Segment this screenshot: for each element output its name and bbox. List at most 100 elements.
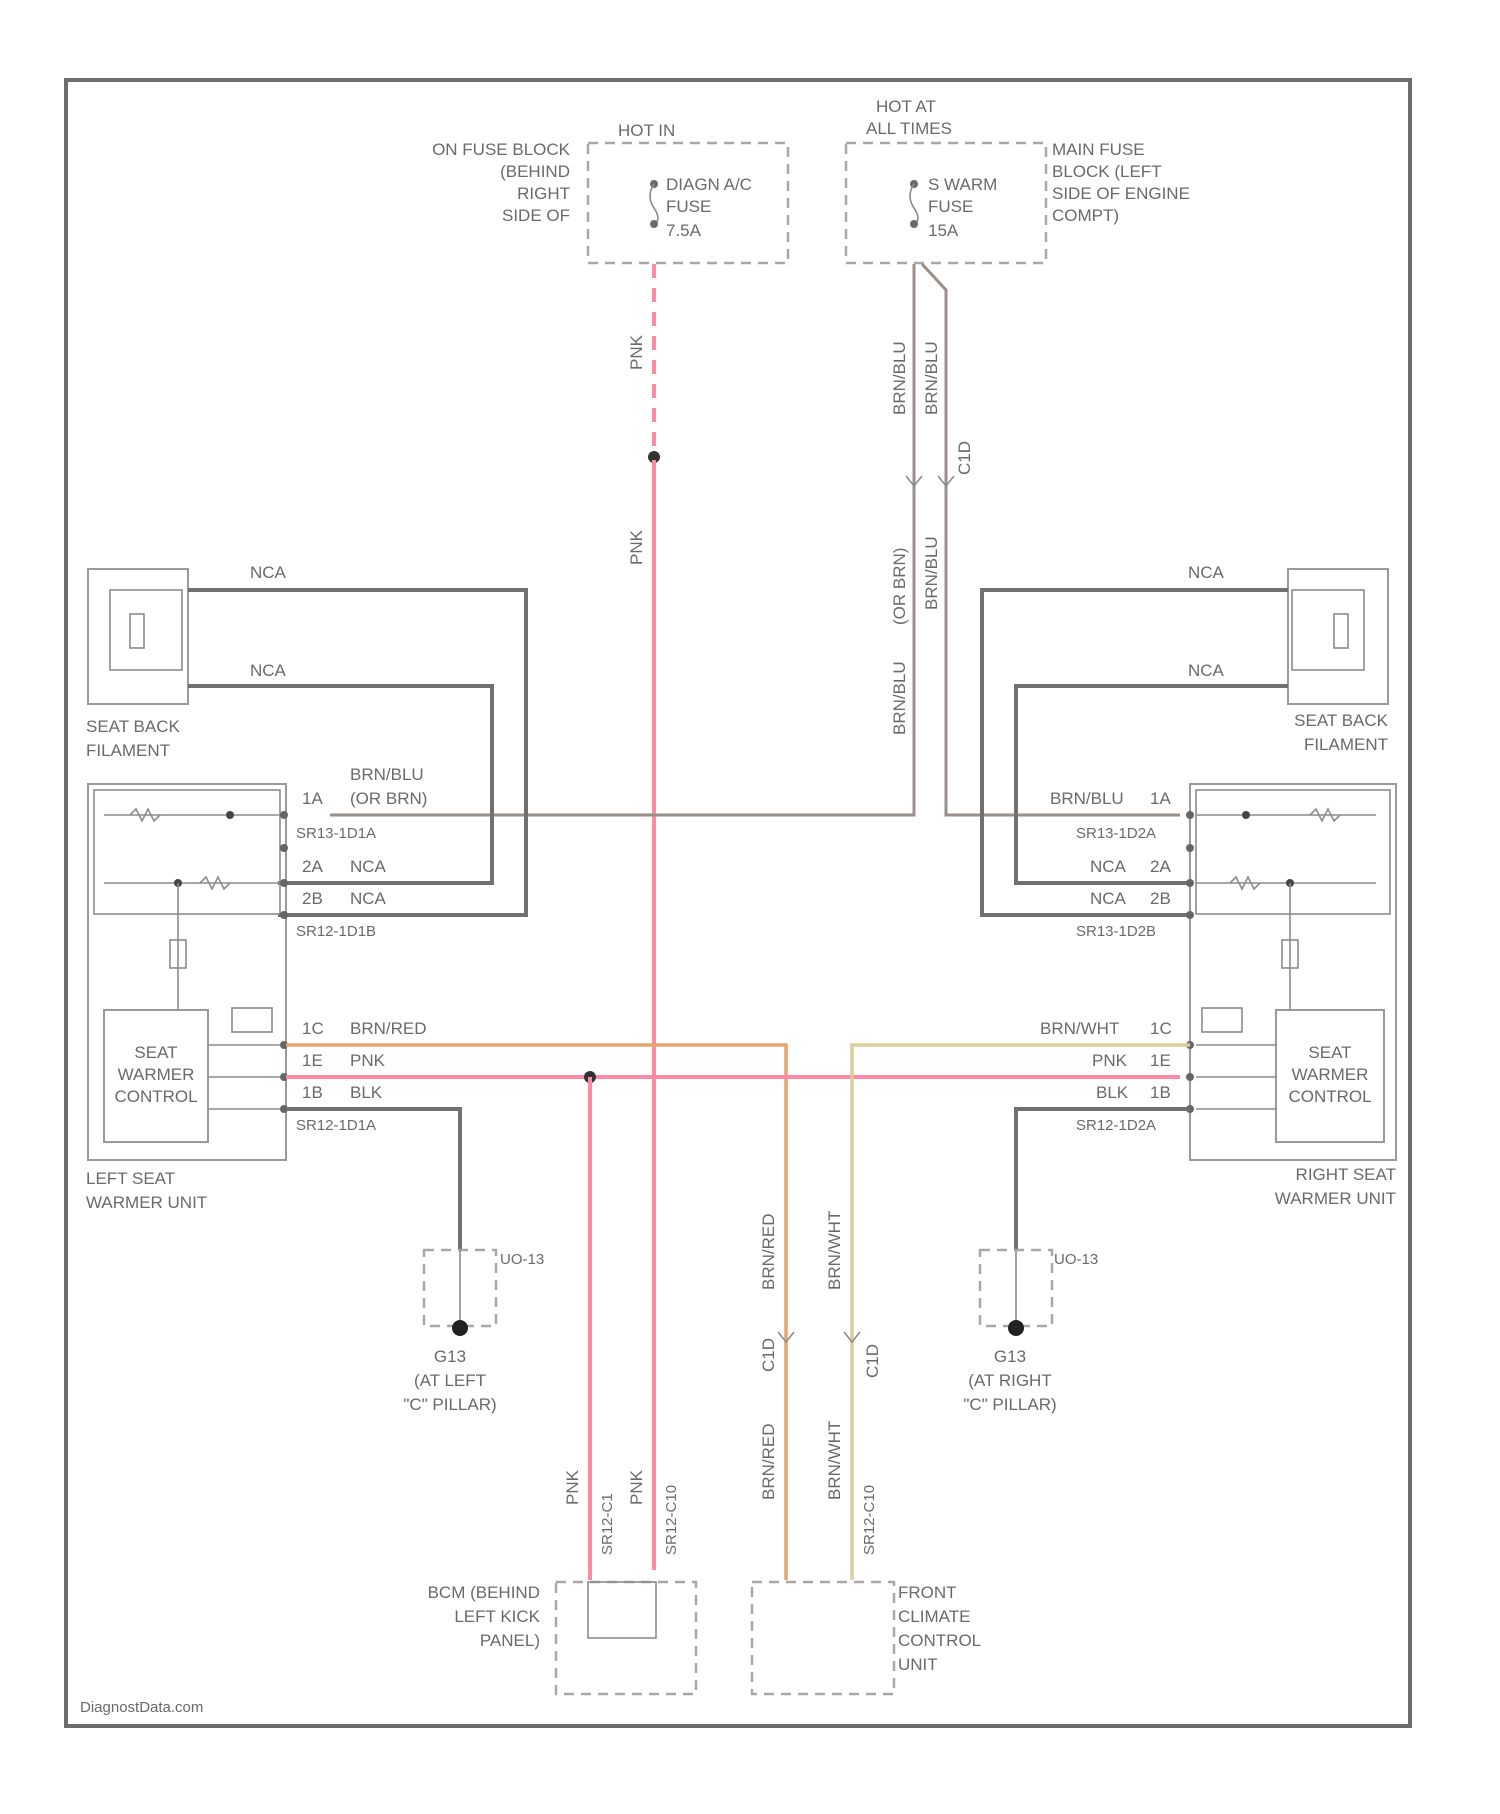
left-fuse-location-1: ON FUSE BLOCK [432, 140, 571, 159]
climate-label-4: UNIT [898, 1655, 938, 1674]
brn-wht-label-2: BRN/WHT [825, 1421, 844, 1500]
right-nca-label-1: NCA [1188, 563, 1225, 582]
right-unit-label-1: RIGHT SEAT [1296, 1165, 1396, 1184]
brn-wht-label-1: BRN/WHT [825, 1211, 844, 1290]
left-pin-2b: 2B [302, 889, 323, 908]
right-fuse-name-1: S WARM [928, 175, 997, 194]
right-pin-1a: 1A [1150, 789, 1171, 808]
brn-blu-label-1: BRN/BLU [890, 341, 909, 415]
left-conn-1b: SR12-1D1B [296, 923, 376, 940]
left-fuse-location-2: (BEHIND [500, 162, 570, 181]
right-pin-1c: 1C [1150, 1019, 1172, 1038]
left-nca-label-2: NCA [250, 661, 287, 680]
right-control-label-1: SEAT [1308, 1043, 1351, 1062]
right-pin-2b-wire: NCA [1090, 889, 1127, 908]
right-fuse-location-1: MAIN FUSE [1052, 140, 1145, 159]
right-pin-1b-wire: BLK [1096, 1083, 1129, 1102]
right-fuse-location-2: BLOCK (LEFT [1052, 162, 1162, 181]
left-pin-1a: 1A [302, 789, 323, 808]
right-control-label-2: WARMER [1292, 1065, 1369, 1084]
climate-label-1: FRONT [898, 1583, 957, 1602]
left-filament-label-2: FILAMENT [86, 741, 170, 760]
left-pin-1a-wire: BRN/BLU [350, 765, 424, 784]
right-control-lines [1196, 1045, 1276, 1109]
pnk-label-bottom-1: PNK [563, 1469, 582, 1505]
right-ground-code: UO-13 [1054, 1251, 1098, 1268]
bcm-inner [588, 1582, 656, 1638]
left-nca-label-1: NCA [250, 563, 287, 582]
left-filament-label-1: SEAT BACK [86, 717, 181, 736]
right-pin-2a-wire: NCA [1090, 857, 1127, 876]
climate-label-3: CONTROL [898, 1631, 981, 1650]
right-pin-1b: 1B [1150, 1083, 1171, 1102]
left-control-label-2: WARMER [118, 1065, 195, 1084]
left-control-label-1: SEAT [134, 1043, 177, 1062]
right-ground-loc-2: "C" PILLAR) [963, 1395, 1056, 1414]
left-fuse-name-1: DIAGN A/C [666, 175, 752, 194]
left-pin-1c: 1C [302, 1019, 324, 1038]
left-fuse-name-2: FUSE [666, 197, 711, 216]
climate-label-2: CLIMATE [898, 1607, 970, 1626]
left-fuse-location-3: RIGHT [517, 184, 570, 203]
left-pin-2a-wire: NCA [350, 857, 387, 876]
right-pin-2a: 2A [1150, 857, 1171, 876]
pink-label-mid: PNK [627, 529, 646, 565]
left-ground-loc-1: (AT LEFT [414, 1371, 486, 1390]
right-fuse-hot-label-1: HOT AT [876, 97, 936, 116]
bcm-label-3: PANEL) [480, 1631, 540, 1650]
left-pin-1c-wire: BRN/RED [350, 1019, 427, 1038]
left-pin-2a: 2A [302, 857, 323, 876]
left-pin-1a-wire-alt: (OR BRN) [350, 789, 427, 808]
right-fuse-location-3: SIDE OF ENGINE [1052, 184, 1190, 203]
right-ground-icon [1008, 1320, 1024, 1336]
bcm-conn-b: SR12-C10 [663, 1485, 680, 1555]
left-conn-bottom: SR12-1D1A [296, 1117, 376, 1134]
right-conn-2b: SR13-1D2B [1076, 923, 1156, 940]
right-fuse-name-3: 15A [928, 221, 959, 240]
right-filament-inner [1292, 590, 1364, 670]
left-ground-loc-2: "C" PILLAR) [403, 1395, 496, 1414]
brn-blu-label-4: BRN/BLU [922, 536, 941, 610]
right-filament-label-2: FILAMENT [1304, 735, 1388, 754]
climate-conn: SR12-C10 [861, 1485, 878, 1555]
brn-red-label-1: BRN/RED [759, 1213, 778, 1290]
left-pin-1e-wire: PNK [350, 1051, 386, 1070]
brn-blu-wire-left-branch [330, 264, 914, 815]
right-fuse-location-4: COMPT) [1052, 206, 1119, 225]
pink-label-top: PNK [627, 334, 646, 370]
right-fuse-name-2: FUSE [928, 197, 973, 216]
left-control-lines [208, 1045, 280, 1109]
right-conn-2a: SR13-1D2A [1076, 825, 1156, 842]
left-filament-inner [110, 590, 182, 670]
bcm-label-1: BCM (BEHIND [428, 1583, 540, 1602]
right-conn-bottom: SR12-1D2A [1076, 1117, 1156, 1134]
c-label-left: C1D [759, 1338, 778, 1372]
right-filament-label-1: SEAT BACK [1294, 711, 1389, 730]
left-filament-heater-icon [130, 614, 144, 648]
left-relay-icon [232, 1008, 272, 1032]
right-control-label-3: CONTROL [1288, 1087, 1371, 1106]
brn-blu-label-3: BRN/BLU [890, 661, 909, 735]
right-ground-loc-1: (AT RIGHT [968, 1371, 1051, 1390]
left-fuse-hot-label: HOT IN [618, 121, 675, 140]
brn-red-label-2: BRN/RED [759, 1423, 778, 1500]
watermark: DiagnostData.com [80, 1699, 203, 1716]
left-fuse-name-3: 7.5A [666, 221, 702, 240]
right-pin-1e: 1E [1150, 1051, 1171, 1070]
right-fuse-icon [910, 180, 918, 228]
left-pin-2b-wire: NCA [350, 889, 387, 908]
bcm-conn-a: SR12-C1 [599, 1493, 616, 1555]
left-unit-label-2: WARMER UNIT [86, 1193, 207, 1212]
right-ground-id: G13 [994, 1347, 1026, 1366]
climate-box [752, 1582, 894, 1694]
right-pin-1e-wire: PNK [1092, 1051, 1128, 1070]
right-pin-2b: 2B [1150, 889, 1171, 908]
c-label-right: C1D [863, 1344, 882, 1378]
right-pin-1c-wire: BRN/WHT [1040, 1019, 1119, 1038]
right-unit-label-2: WARMER UNIT [1275, 1189, 1396, 1208]
left-ground-code: UO-13 [500, 1251, 544, 1268]
left-unit-label-1: LEFT SEAT [86, 1169, 175, 1188]
c-connector-label: C1D [955, 441, 974, 475]
left-conn-1a: SR13-1D1A [296, 825, 376, 842]
